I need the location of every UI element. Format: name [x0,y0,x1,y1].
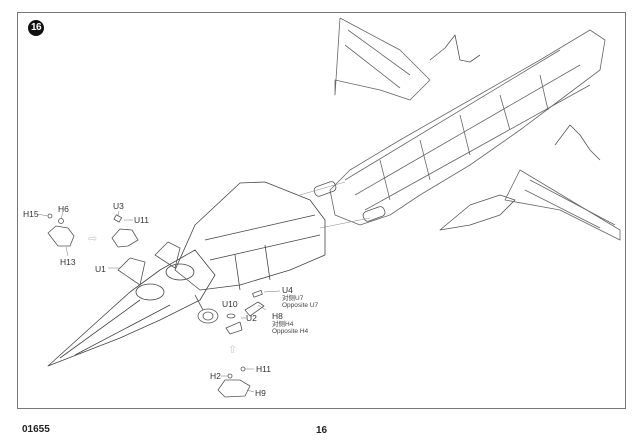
callout-u1: U1 [95,264,106,274]
wing-lower [504,169,621,241]
rear-fuselage [329,29,606,226]
callout-u4-note-cn: 对侧U7 [282,295,304,302]
part-h6 [58,218,64,224]
callout-h6: H6 [58,204,69,214]
callout-u2: U2 [246,313,257,323]
callout-h11: H11 [256,364,271,374]
arrow-right-icon: ⇨ [88,233,98,245]
part-h15 [47,213,53,219]
callout-h8-note-cn: 对侧H4 [272,321,294,328]
tail-fin-2 [554,124,601,161]
canopy-rear [154,241,181,269]
callout-u4-note-en: Opposite U7 [282,302,319,309]
part-u11 [111,228,139,248]
callout-u11: U11 [134,215,149,225]
callout-h8: H8 [272,311,283,321]
callout-h15: H15 [23,209,39,219]
page-number: 16 [316,425,328,436]
callout-u10: U10 [222,299,238,309]
canopy-u1 [117,257,146,286]
part-h11 [240,366,246,372]
callout-h9: H9 [255,388,266,398]
drop-tank [439,194,516,231]
callout-u3: U3 [113,201,124,211]
product-code: 01655 [22,424,50,435]
page-frame [17,12,626,409]
callout-h13: H13 [60,257,76,267]
part-h9 [217,379,251,398]
callout-h8-note-en: Opposite H4 [272,328,309,335]
part-u10 [226,313,236,319]
part-u2 [225,321,243,335]
callout-u4: U4 [282,285,293,295]
nose-gear [194,294,219,324]
tail-fin [429,34,481,63]
nose-section [47,249,216,367]
callout-h2: H2 [210,371,221,381]
part-h8 [244,301,265,317]
arrow-up-icon: ⇧ [228,344,238,356]
part-h13 [47,225,75,247]
forward-fuselage [174,181,326,291]
engine-nozzles [313,181,386,222]
part-u3 [113,214,122,223]
step-number-badge: 16 [28,20,44,36]
part-h2 [227,373,233,379]
part-u4 [252,290,263,298]
wing-upper [334,17,431,101]
